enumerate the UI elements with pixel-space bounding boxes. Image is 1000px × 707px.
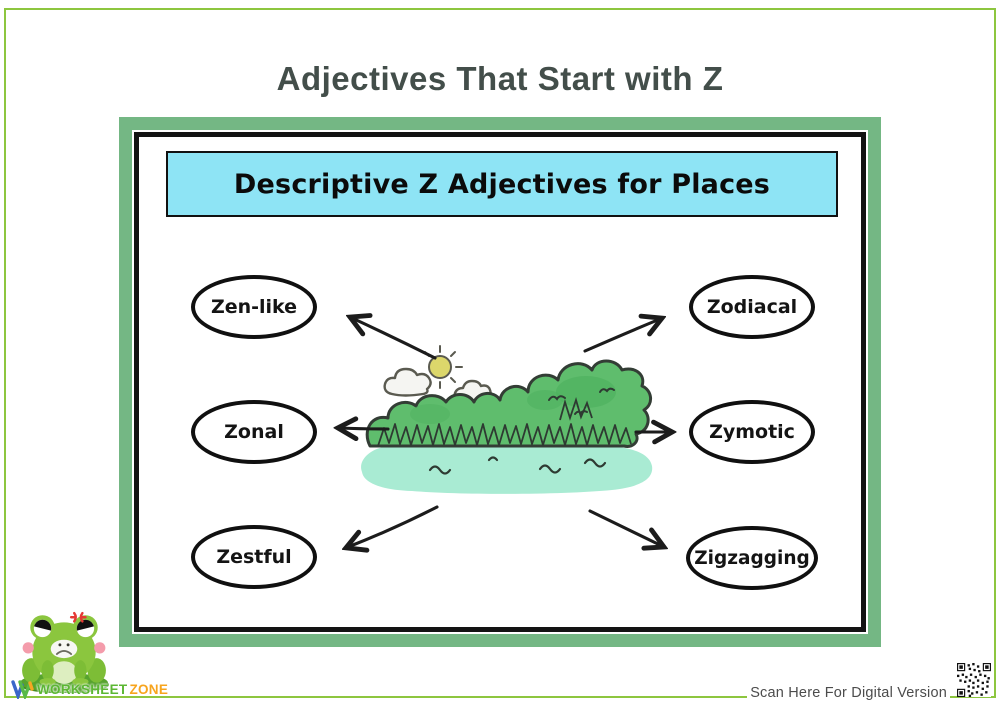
logo-worksheet-text: WORKSHEET [37,682,128,697]
bubble-zymotic: Zymotic [689,400,815,464]
bubble-label: Zymotic [709,421,795,443]
bubble-zonal: Zonal [191,400,317,464]
bubble-zigzagging: Zigzagging [686,526,818,590]
bubble-label: Zestful [216,546,292,568]
bubble-zen-like: Zen-like [191,275,317,339]
page-title: Adjectives That Start with Z [276,60,724,97]
diagram-heading-banner: Descriptive Z Adjectives for Places [166,151,838,217]
logo-zone-text: ZONE [129,682,169,697]
bubble-zodiacal: Zodiacal [689,275,815,339]
bubble-label: Zen-like [210,296,298,318]
bubble-label: Zodiacal [706,296,798,318]
bubble-label: Zigzagging [694,547,810,569]
scan-digital-version-label: Scan Here For Digital Version [747,685,950,701]
frog-mascot-icon [19,611,109,693]
anger-mark-icon [69,611,87,623]
bubble-label: Zonal [224,421,284,443]
qr-code-icon [957,663,991,697]
bubble-zestful: Zestful [191,525,317,589]
logo-w-icon [11,680,34,699]
